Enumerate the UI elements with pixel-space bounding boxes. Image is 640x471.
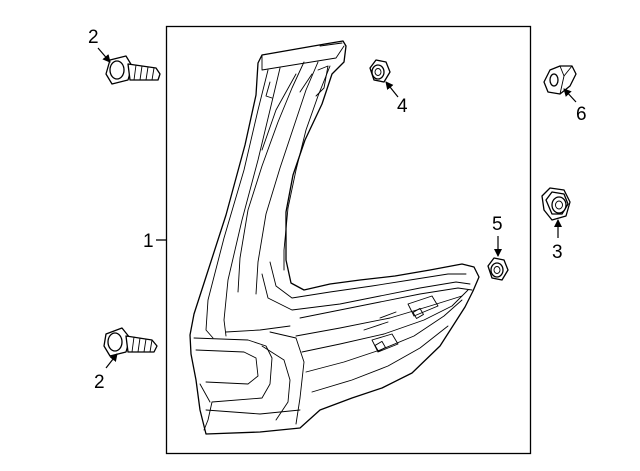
callout-6: 6 (576, 104, 587, 125)
callout-5: 5 (492, 214, 503, 235)
callout-2-bottom-arrow (105, 353, 118, 369)
bolt-icon (103, 327, 158, 357)
callout-2-top: 2 (88, 27, 99, 48)
callout-3: 3 (552, 242, 563, 263)
callout-4: 4 (397, 96, 408, 117)
callout-6-arrow (563, 88, 577, 103)
tail-lamp-assembly-icon (189, 40, 480, 435)
nut-icon (369, 59, 391, 83)
callout-2-top-arrow (97, 47, 111, 63)
callout-4-arrow (385, 81, 399, 98)
nut-icon (541, 187, 571, 221)
nut-icon (487, 257, 509, 281)
callout-1: 1 (143, 231, 154, 252)
callout-2-bottom: 2 (94, 372, 105, 393)
assembly-frame (165, 25, 532, 455)
bolt-icon (105, 55, 161, 85)
clip-icon (543, 65, 577, 95)
